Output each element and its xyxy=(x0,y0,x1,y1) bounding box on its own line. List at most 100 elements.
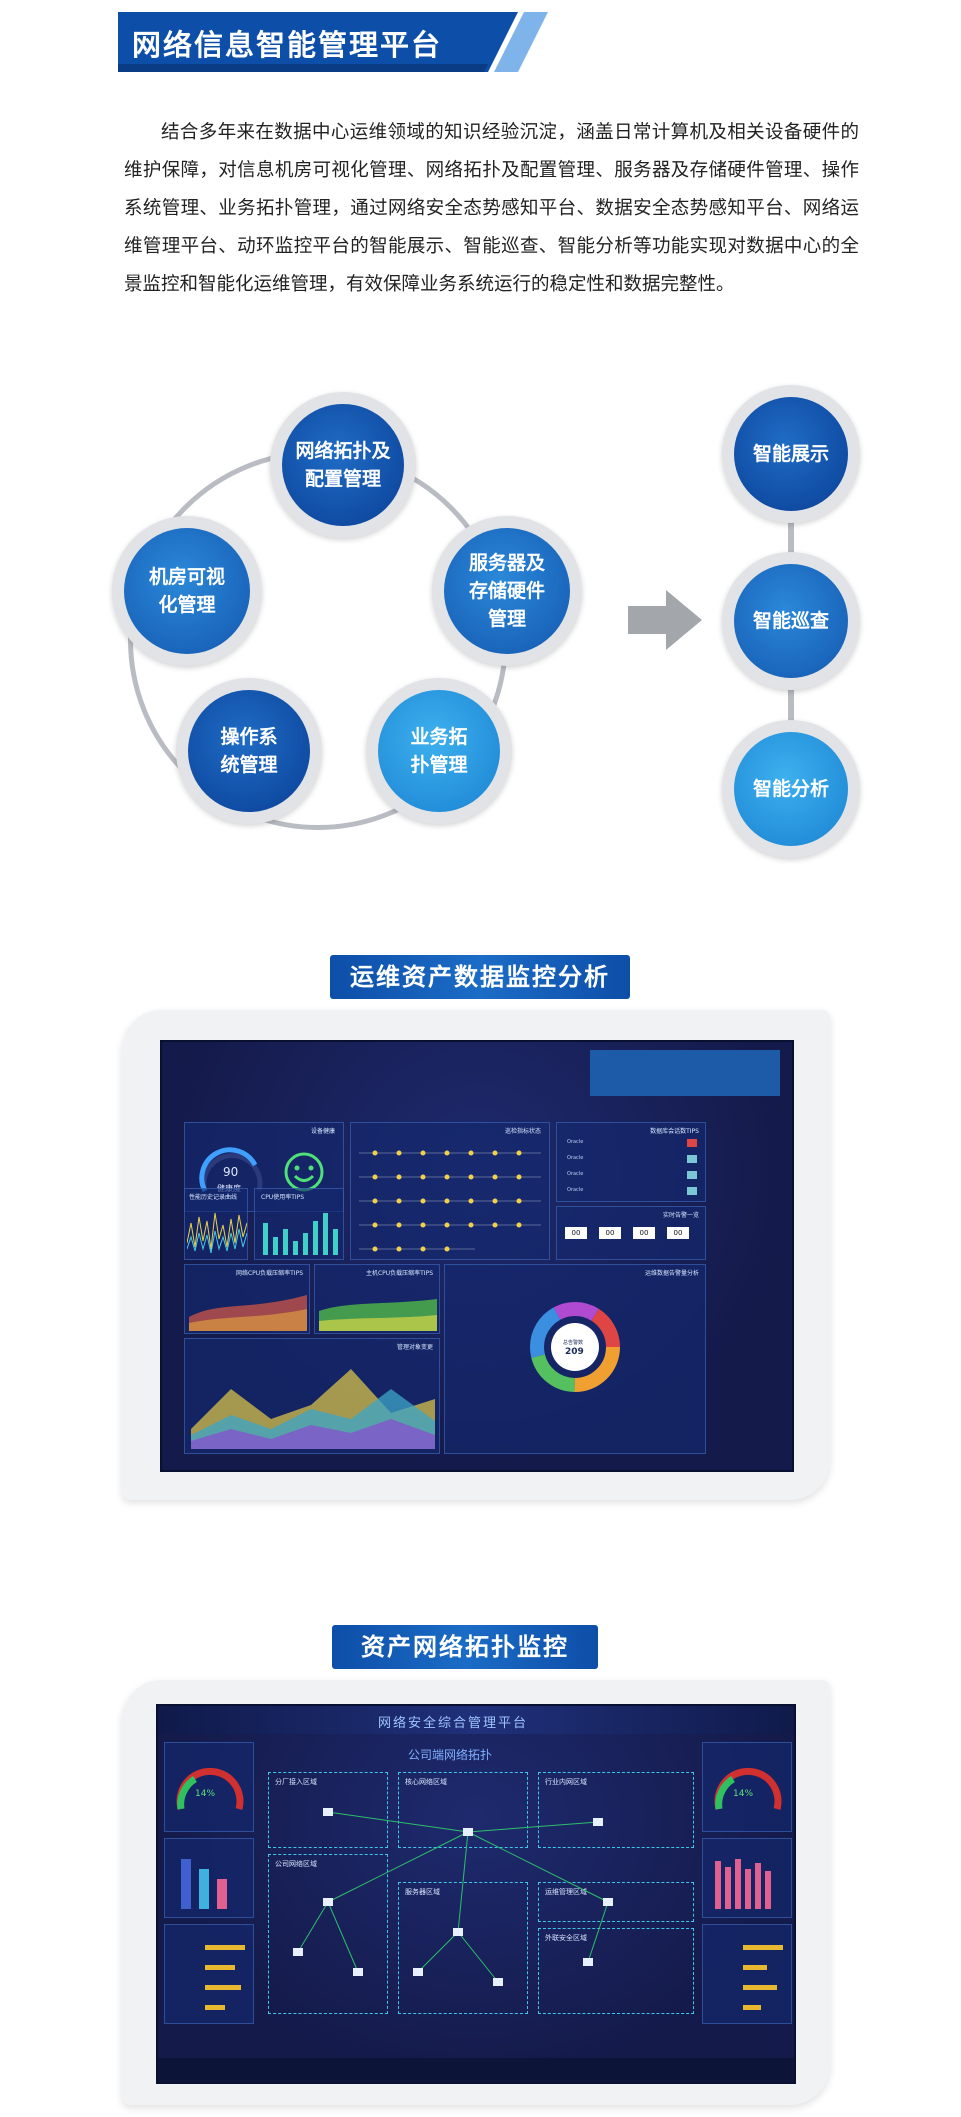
network-topology-frame: 网络安全综合管理平台 14% xyxy=(122,1680,830,2105)
zone-label: 核心网络区域 xyxy=(405,1778,447,1786)
right-list-panel xyxy=(702,1924,792,2024)
db-status-icon xyxy=(687,1171,697,1179)
left-list-panel xyxy=(164,1924,254,2024)
screen-title: 网络安全综合管理平台 xyxy=(378,1716,529,1731)
host-cpu-area-chart xyxy=(319,1299,437,1331)
intro-paragraph: 结合多年来在数据中心运维领域的知识经验沉淀，涵盖日常计算机及相关设备硬件的维护保… xyxy=(124,122,859,295)
title-banner-background xyxy=(118,12,548,72)
right-gauge-panel: 14% xyxy=(702,1742,792,1832)
alarm-count: 00 xyxy=(565,1227,587,1239)
circle-label: 管理 xyxy=(487,608,526,630)
circle-label: 机房可视 xyxy=(148,566,225,588)
left-bar-panel xyxy=(164,1838,254,1918)
alarm-center-value: 209 xyxy=(565,1347,584,1357)
list-bar xyxy=(205,1965,235,1970)
right-arrow-icon xyxy=(628,590,702,650)
header-blank-box xyxy=(590,1050,780,1096)
left-bar-chart xyxy=(181,1859,227,1909)
inspection-panel: 巡检指标状态 xyxy=(350,1122,550,1260)
panel-title: 巡检指标状态 xyxy=(504,1128,541,1135)
smiley-icon xyxy=(284,1152,324,1192)
network-cpu-panel: 网络CPU负载压缩率TIPS xyxy=(184,1264,310,1334)
zone-label: 外联安全区域 xyxy=(545,1934,587,1942)
circle-machine-room: 机房可视化管理 xyxy=(112,516,262,666)
zone-ops-management: 运维管理区域 xyxy=(538,1882,694,1922)
db-item: Oracle xyxy=(567,1171,584,1177)
left-gauge-value: 14% xyxy=(195,1789,216,1799)
list-bar xyxy=(205,2005,225,2010)
page-title: 网络信息智能管理平台 xyxy=(132,28,443,62)
zone-company-network: 公司网络区域 xyxy=(268,1854,388,2014)
zone-label: 分厂接入区域 xyxy=(275,1778,317,1786)
db-item: Oracle xyxy=(567,1139,584,1145)
circle-server-storage: 服务器及存储硬件管理 xyxy=(432,516,582,666)
circle-smart-display: 智能展示 xyxy=(722,385,860,523)
circle-business-topology: 业务拓扑管理 xyxy=(366,678,512,824)
zone-external-security: 外联安全区域 xyxy=(538,1928,694,2014)
panel-title: 管理对象变更 xyxy=(396,1344,433,1351)
asset-monitor-screenshot: 设备健康 90 健康度 巡检指标状态 xyxy=(160,1040,794,1472)
list-bar xyxy=(743,1985,777,1990)
circle-label: 智能巡查 xyxy=(752,610,829,632)
mgmt-change-panel: 管理对象变更 xyxy=(184,1338,440,1454)
circle-label: 智能分析 xyxy=(752,778,829,800)
panel-title: 设备健康 xyxy=(310,1128,335,1135)
circle-label: 智能展示 xyxy=(752,443,829,465)
right-bar-panel xyxy=(702,1838,792,1918)
db-item: Oracle xyxy=(567,1187,584,1193)
panel-title: 数据库会话数TIPS xyxy=(650,1128,699,1135)
panel-title: CPU使用率TIPS xyxy=(261,1194,305,1201)
screen-header xyxy=(158,1706,794,1734)
health-value: 90 xyxy=(223,1165,239,1179)
screen-footer xyxy=(158,2058,794,2082)
cpu-usage-panel: CPU使用率TIPS xyxy=(254,1188,344,1260)
circle-label: 网络拓扑及 xyxy=(295,440,391,462)
zone-core-network: 核心网络区域 xyxy=(398,1772,528,1848)
list-bar xyxy=(743,1945,783,1950)
alarm-center-label: 总告警数 xyxy=(563,1340,584,1346)
host-cpu-panel: 主机CPU负载压缩率TIPS xyxy=(314,1264,440,1334)
mgmt-change-area-chart xyxy=(191,1369,435,1449)
circle-label: 操作系 xyxy=(220,726,278,748)
db-alert-icon xyxy=(687,1139,697,1147)
circle-os-management: 操作系统管理 xyxy=(176,678,322,824)
alarm-donut-chart xyxy=(530,1302,620,1392)
db-session-panel: 数据库会话数TIPS Oracle Oracle Oracle Oracle xyxy=(556,1122,706,1202)
left-gauge-panel: 14% xyxy=(164,1742,254,1832)
list-bar xyxy=(743,1965,767,1970)
perf-history-chart xyxy=(187,1212,247,1254)
network-cpu-area-chart xyxy=(189,1295,307,1331)
alarm-count: 00 xyxy=(633,1227,655,1239)
zone-label: 运维管理区域 xyxy=(545,1888,587,1896)
panel-title: 主机CPU负载压缩率TIPS xyxy=(365,1270,433,1277)
alarm-count: 00 xyxy=(667,1227,689,1239)
title-banner: 网络信息智能管理平台 xyxy=(118,12,548,72)
right-gauge xyxy=(714,1767,782,1810)
capability-diagram: 网络拓扑及配置管理 服务器及存储硬件管理 业务拓扑管理 操作系统管理 机房可视化… xyxy=(0,370,961,870)
circle-label: 扑管理 xyxy=(410,754,468,776)
db-status-icon xyxy=(687,1187,697,1195)
circle-smart-inspection: 智能巡查 xyxy=(722,552,860,690)
db-status-icon xyxy=(687,1155,697,1163)
section-heading-network-topology: 资产网络拓扑监控 xyxy=(332,1625,598,1669)
left-gauge xyxy=(176,1767,244,1810)
topology-title: 公司端网络拓扑 xyxy=(408,1748,493,1762)
circle-label: 配置管理 xyxy=(304,468,381,490)
zone-industry-intranet: 行业内网区域 xyxy=(538,1772,694,1848)
circle-label: 存储硬件 xyxy=(468,580,545,602)
list-bar xyxy=(205,1985,241,1990)
right-bar-chart xyxy=(715,1859,771,1909)
panel-title: 实时告警一览 xyxy=(662,1212,699,1219)
perf-history-panel: 性能历史记录曲线 xyxy=(184,1188,248,1260)
circle-network-topology: 网络拓扑及配置管理 xyxy=(270,392,416,538)
alarm-analysis-panel: 运维数据告警量分析 总告警数 209 xyxy=(444,1264,706,1454)
zone-label: 服务器区域 xyxy=(405,1888,440,1896)
circle-smart-analysis: 智能分析 xyxy=(722,720,860,858)
zone-label: 行业内网区域 xyxy=(545,1778,587,1786)
db-item: Oracle xyxy=(567,1155,584,1161)
circle-label: 化管理 xyxy=(158,594,216,616)
list-bar xyxy=(205,1945,245,1950)
network-topology-screenshot: 网络安全综合管理平台 14% xyxy=(156,1704,796,2084)
asset-monitor-frame: 设备健康 90 健康度 巡检指标状态 xyxy=(122,1010,830,1500)
realtime-alarm-panel: 实时告警一览 00 00 00 00 xyxy=(556,1206,706,1260)
